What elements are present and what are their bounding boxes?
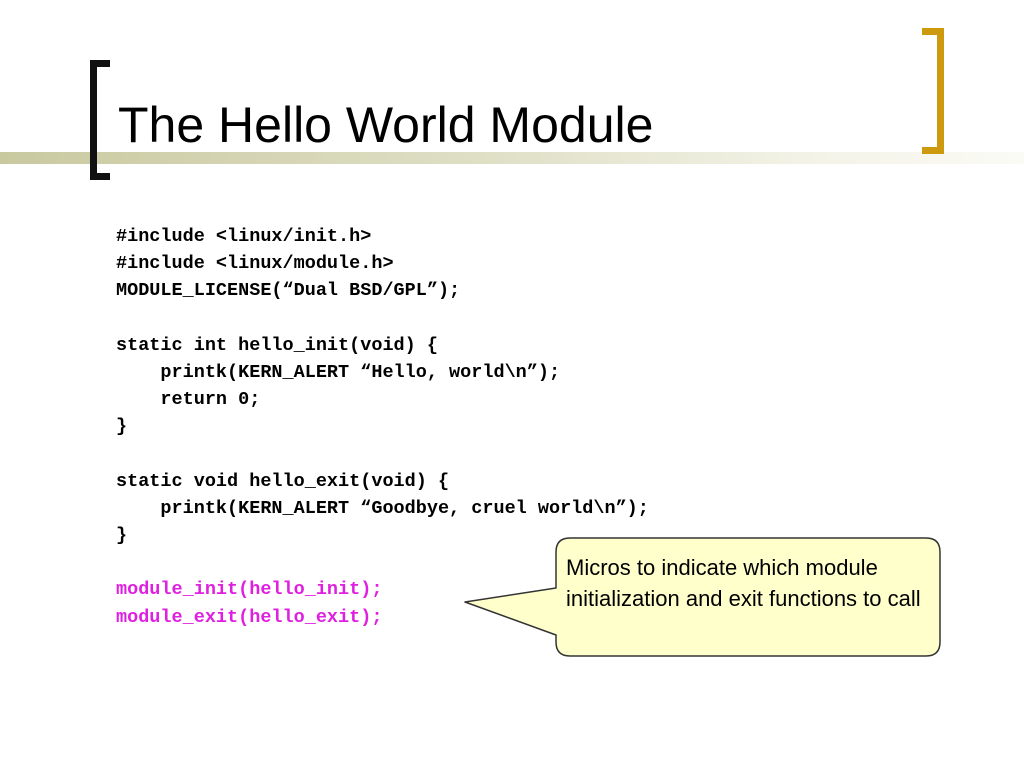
code-line	[116, 441, 649, 468]
code-line: #include <linux/module.h>	[116, 253, 394, 275]
left-bracket-decoration	[90, 60, 110, 180]
right-bracket-decoration	[922, 28, 944, 154]
callout-text: Micros to indicate which module initiali…	[566, 555, 921, 611]
code-line: }	[116, 416, 128, 438]
code-block: #include <linux/init.h> #include <linux/m…	[116, 223, 649, 631]
slide-title: The Hello World Module	[118, 97, 654, 153]
code-line: MODULE_LICENSE(“Dual BSD/GPL”);	[116, 280, 461, 302]
code-line: return 0;	[116, 389, 261, 411]
code-line-highlighted: module_init(hello_init);	[116, 579, 383, 601]
code-line: printk(KERN_ALERT “Goodbye, cruel world\…	[116, 497, 649, 519]
code-line	[116, 305, 649, 332]
code-line: static int hello_init(void) {	[116, 334, 438, 356]
code-line-highlighted: module_exit(hello_exit);	[116, 606, 383, 628]
code-line: }	[116, 525, 128, 547]
title-underline-band	[0, 152, 1024, 164]
code-line: printk(KERN_ALERT “Hello, world\n”);	[116, 361, 561, 383]
code-line: #include <linux/init.h>	[116, 226, 372, 247]
code-line: static void hello_exit(void) {	[116, 470, 450, 492]
